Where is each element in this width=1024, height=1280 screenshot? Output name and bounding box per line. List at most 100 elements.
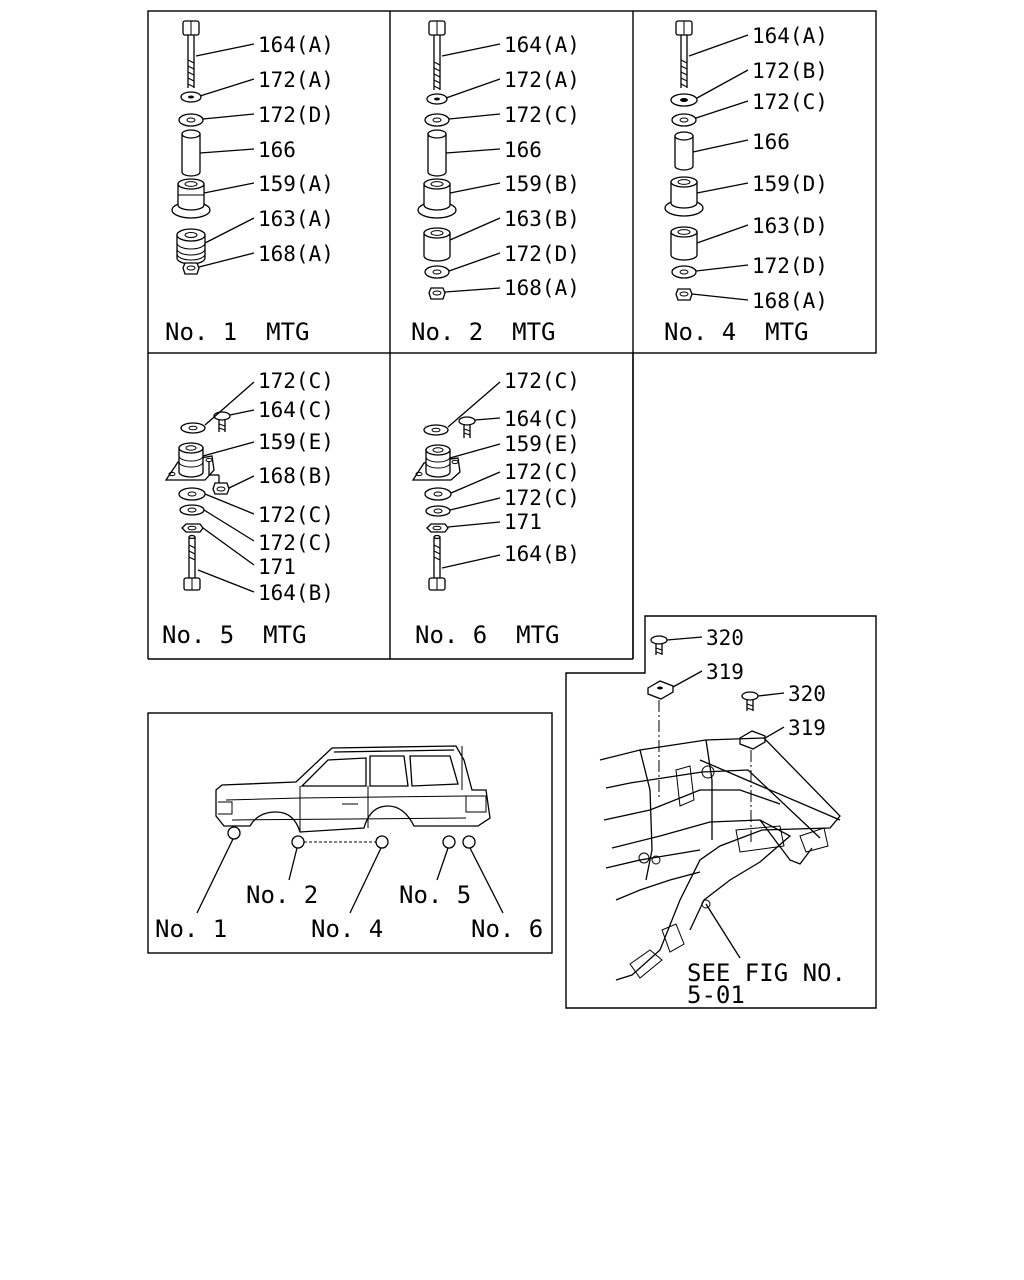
bolt-164a-part bbox=[675, 20, 693, 88]
label-no6: No. 6 bbox=[471, 915, 543, 943]
label-320-b: 320 bbox=[788, 682, 826, 706]
label-171: 171 bbox=[258, 555, 296, 579]
panel-title-mtg2: No. 2 MTG bbox=[411, 318, 556, 346]
panel-borders bbox=[147, 10, 877, 660]
nut-168b-part bbox=[208, 462, 230, 495]
bolt-164b-part bbox=[428, 534, 446, 591]
washer-172d-part bbox=[178, 113, 204, 127]
leader-lines-mtg2 bbox=[441, 43, 501, 293]
label-no1: No. 1 bbox=[155, 915, 227, 943]
washer-172c-a-part bbox=[178, 487, 206, 501]
bracket-319-b-part bbox=[739, 730, 766, 750]
cushion-159a-part bbox=[171, 178, 211, 219]
label-168a: 168(A) bbox=[258, 242, 334, 266]
bracket-319-a-part bbox=[647, 680, 674, 700]
bolt-320-a-part bbox=[650, 635, 668, 655]
see-fig-line2: 5-01 bbox=[687, 981, 745, 1009]
label-172d: 172(D) bbox=[504, 242, 580, 266]
label-172a: 172(A) bbox=[504, 68, 580, 92]
washer-172c-a-part bbox=[424, 487, 452, 501]
label-164b: 164(B) bbox=[258, 581, 334, 605]
label-159a: 159(A) bbox=[258, 172, 334, 196]
panel-title-mtg1: No. 1 MTG bbox=[165, 318, 310, 346]
label-166: 166 bbox=[258, 138, 296, 162]
label-168b: 168(B) bbox=[258, 464, 334, 488]
label-163a: 163(A) bbox=[258, 207, 334, 231]
cushion-163d-part bbox=[670, 226, 698, 261]
label-172c-a: 172(C) bbox=[258, 503, 334, 527]
frame-panel: 320 319 320 319 SEE FIG NO. 5-01 bbox=[565, 615, 877, 1009]
label-159b: 159(B) bbox=[504, 172, 580, 196]
panel-title-mtg6: No. 6 MTG bbox=[415, 621, 560, 649]
label-172c-b: 172(C) bbox=[504, 486, 580, 510]
nut-168a-part bbox=[182, 262, 200, 275]
cushion-159d-part bbox=[664, 176, 704, 217]
leader-lines-frame bbox=[666, 636, 785, 959]
label-159e: 159(E) bbox=[258, 430, 334, 454]
leader-lines-mtg4 bbox=[688, 34, 749, 301]
nut-168a-part bbox=[428, 287, 446, 300]
panel-title-mtg5: No. 5 MTG bbox=[162, 621, 307, 649]
label-172c-b: 172(C) bbox=[258, 531, 334, 555]
washer-172c-b-part bbox=[179, 504, 205, 516]
panel-mtg5: 172(C) 164(C) 159(E) 168(B) 172(C) 172(C… bbox=[162, 369, 334, 649]
label-164b: 164(B) bbox=[504, 542, 580, 566]
label-166: 166 bbox=[752, 130, 790, 154]
label-163d: 163(D) bbox=[752, 214, 828, 238]
vehicle-outline bbox=[215, 745, 491, 833]
panel-title-mtg4: No. 4 MTG bbox=[664, 318, 809, 346]
leader-lines-mtg5 bbox=[197, 381, 255, 593]
label-319-b: 319 bbox=[788, 716, 826, 740]
leader-lines-mtg6 bbox=[441, 381, 501, 569]
label-164a: 164(A) bbox=[752, 24, 828, 48]
label-164a: 164(A) bbox=[504, 33, 580, 57]
bolt-164a-part bbox=[428, 20, 446, 90]
label-no2: No. 2 bbox=[246, 881, 318, 909]
see-fig-line1: SEE FIG NO. bbox=[687, 959, 846, 987]
retainer-171-part bbox=[181, 523, 204, 533]
bolt-320-b-part bbox=[741, 691, 759, 711]
label-320-a: 320 bbox=[706, 626, 744, 650]
cushion-159b-part bbox=[417, 178, 457, 219]
label-no5: No. 5 bbox=[399, 881, 471, 909]
label-172d: 172(D) bbox=[752, 254, 828, 278]
washer-172c-top-part bbox=[423, 424, 449, 436]
bolt-164b-part bbox=[183, 534, 201, 591]
collar-166-part bbox=[674, 131, 694, 171]
nut-168a-part bbox=[675, 288, 693, 301]
panel-mtg4: 164(A) 172(B) 172(C) 166 159(D) 163(D) 1… bbox=[664, 20, 828, 346]
washer-172c-top-part bbox=[180, 422, 206, 434]
label-164a: 164(A) bbox=[258, 33, 334, 57]
vehicle-location-panel: No. 1 No. 2 No. 4 No. 5 No. 6 bbox=[147, 712, 553, 954]
label-172d: 172(D) bbox=[258, 103, 334, 127]
washer-172d-part bbox=[424, 265, 450, 279]
leader-lines-mtg1 bbox=[195, 43, 255, 268]
washer-172c-part bbox=[671, 113, 697, 127]
label-159d: 159(D) bbox=[752, 172, 828, 196]
panel-mtg1: 164(A) 172(A) 172(D) 166 159(A) 163(A) 1… bbox=[165, 20, 334, 346]
label-172c: 172(C) bbox=[504, 369, 580, 393]
cushion-159e-part bbox=[164, 442, 215, 481]
washer-172c-part bbox=[424, 113, 450, 127]
label-171: 171 bbox=[504, 510, 542, 534]
label-164c: 164(C) bbox=[504, 407, 580, 431]
label-172c: 172(C) bbox=[258, 369, 334, 393]
cushion-163b-part bbox=[423, 227, 451, 262]
label-172c: 172(C) bbox=[752, 90, 828, 114]
cushion-159e-part bbox=[411, 444, 461, 481]
label-166: 166 bbox=[504, 138, 542, 162]
washer-172b-part bbox=[670, 93, 698, 107]
label-172b: 172(B) bbox=[752, 59, 828, 83]
label-172a: 172(A) bbox=[258, 68, 334, 92]
label-168a: 168(A) bbox=[752, 289, 828, 313]
panel-mtg2: 164(A) 172(A) 172(C) 166 159(B) 163(B) 1… bbox=[411, 20, 580, 346]
panel-mtg6: 172(C) 164(C) 159(E) 172(C) 172(C) 171 1… bbox=[411, 369, 580, 649]
collar-166-part bbox=[181, 129, 201, 177]
label-172c: 172(C) bbox=[504, 103, 580, 127]
leader-lines-vehicle bbox=[196, 838, 504, 914]
cushion-163a-part bbox=[176, 228, 206, 265]
washer-172d-part bbox=[671, 265, 697, 279]
label-319-a: 319 bbox=[706, 660, 744, 684]
label-163b: 163(B) bbox=[504, 207, 580, 231]
